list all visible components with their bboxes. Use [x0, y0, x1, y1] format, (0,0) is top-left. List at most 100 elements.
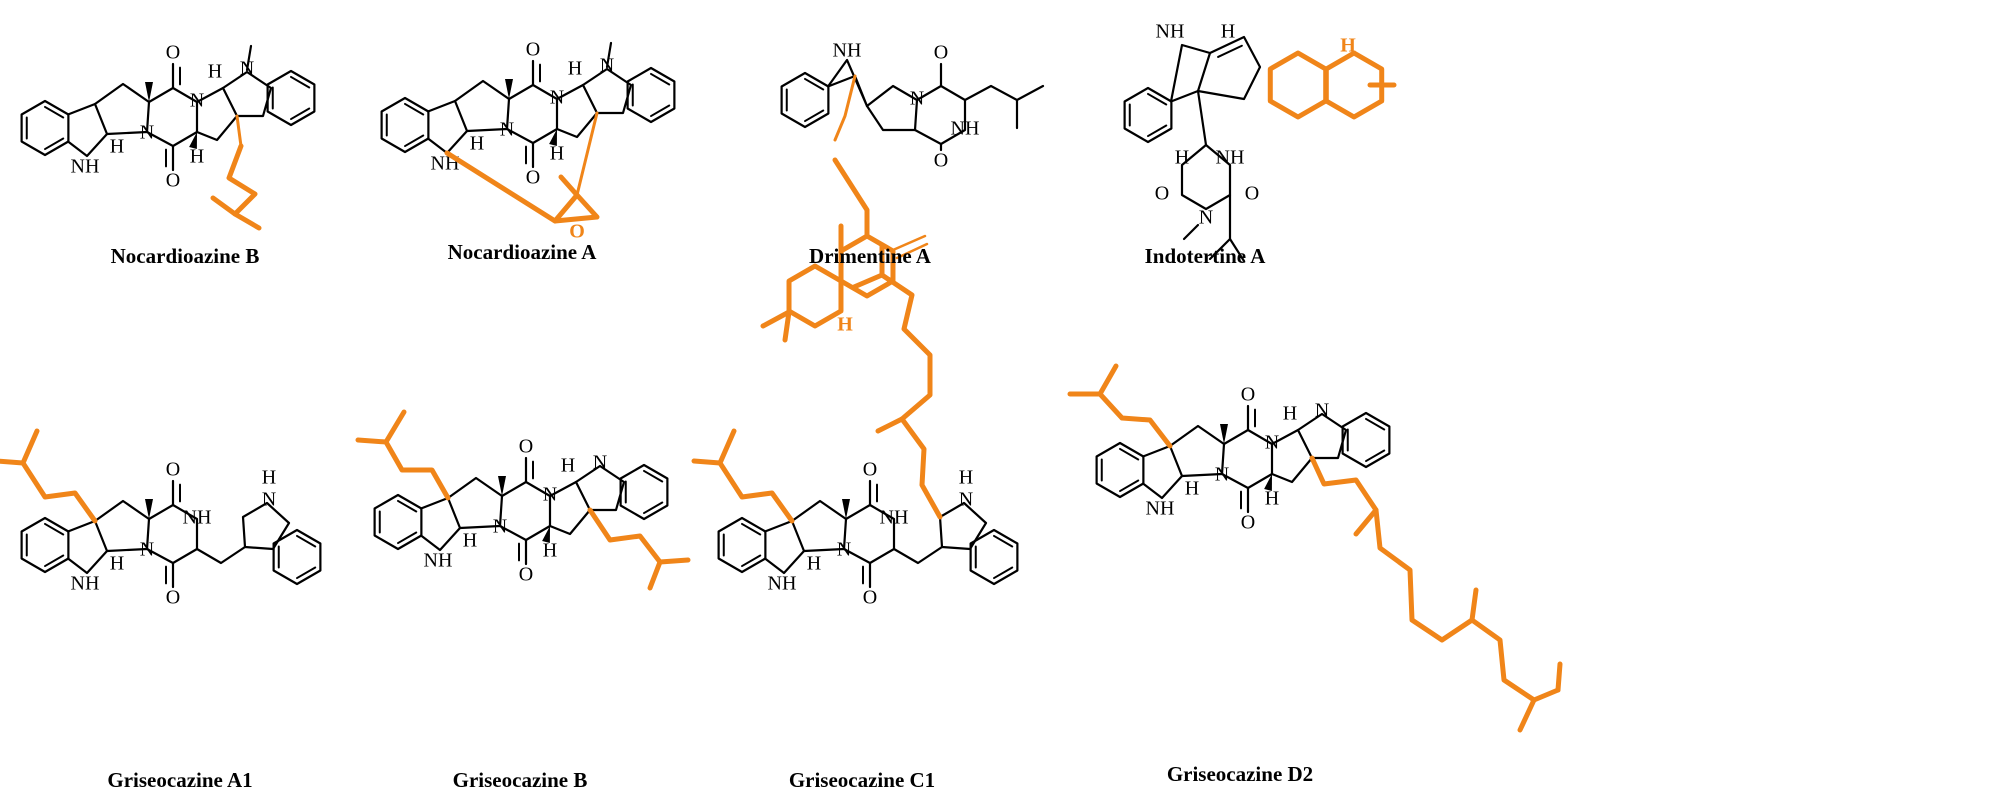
compound-label-drimentine-a: Drimentine A — [809, 244, 931, 268]
atom-label: N — [910, 88, 924, 110]
aromatic-bond — [290, 107, 311, 121]
ring — [373, 493, 423, 551]
bond — [1353, 507, 1379, 537]
atom-label: N — [190, 90, 204, 112]
wedge-bond — [1264, 474, 1272, 491]
aromatic-bond — [397, 499, 418, 513]
atom-label: NH — [183, 507, 212, 529]
bond — [1555, 661, 1563, 693]
atom-label: N — [262, 489, 276, 511]
ring — [786, 263, 844, 329]
bond — [875, 416, 905, 434]
bond — [865, 84, 919, 132]
atom-label: H — [1175, 147, 1189, 169]
atom-label: NH — [1216, 147, 1245, 169]
bond — [241, 501, 291, 551]
ring — [1323, 50, 1385, 120]
atom-label: N — [1199, 207, 1213, 229]
aromatic-bond — [993, 534, 1014, 548]
atom-label: O — [863, 587, 877, 609]
bond — [419, 496, 462, 552]
ring — [626, 66, 676, 124]
atom-label: NH — [1156, 21, 1185, 43]
atom-label: N — [1215, 464, 1229, 486]
ring — [1341, 411, 1391, 469]
atom-label: H — [807, 553, 821, 575]
ring — [1095, 441, 1145, 499]
bond — [1517, 697, 1537, 733]
ring — [619, 463, 669, 521]
bond — [833, 74, 857, 142]
aromatic-bond — [44, 554, 65, 568]
atom-label: H — [550, 143, 564, 165]
bond — [0, 458, 26, 466]
atom-label: H — [463, 530, 477, 552]
bond — [1469, 587, 1479, 623]
bond — [558, 174, 580, 198]
bond — [842, 503, 896, 565]
atom-label: H — [110, 553, 124, 575]
bond — [1309, 455, 1561, 703]
atom-label: N — [959, 489, 973, 511]
atom-label: N — [1315, 400, 1329, 422]
ring — [20, 516, 70, 574]
ring — [1267, 50, 1329, 120]
bond — [221, 70, 273, 118]
bond — [1208, 237, 1232, 261]
bond — [832, 157, 870, 239]
aromatic-bond — [1119, 479, 1140, 493]
bond — [20, 428, 98, 524]
wedge-bond — [189, 132, 197, 149]
ring — [1123, 86, 1173, 144]
atom-label: O — [526, 39, 540, 61]
atom-label: O — [166, 459, 180, 481]
aromatic-bond — [296, 566, 317, 580]
bond — [581, 67, 633, 115]
atom-label: O — [519, 564, 533, 586]
atom-label: O — [934, 42, 948, 64]
atom-label: N — [550, 87, 564, 109]
aromatic-bond — [1119, 447, 1140, 461]
atom-label: H — [561, 455, 575, 477]
aromatic-bond — [1365, 417, 1386, 431]
atom-label: H — [190, 146, 204, 168]
bond — [763, 519, 806, 575]
aromatic-bond — [741, 522, 762, 536]
bond — [574, 464, 626, 512]
bond — [1196, 35, 1262, 101]
atom-label: N — [543, 484, 557, 506]
aromatic-bond — [296, 534, 317, 548]
atom-label: N — [140, 539, 154, 561]
atom-label: H — [837, 314, 853, 336]
wedge-bond — [549, 129, 557, 146]
ring — [969, 528, 1019, 586]
atom-label: H — [110, 136, 124, 158]
bond — [505, 83, 559, 145]
atom-label: O — [1155, 183, 1169, 205]
compound-label-griseocazine-a1: Griseocazine A1 — [107, 768, 253, 792]
atom-label: O — [1241, 384, 1255, 406]
bond — [782, 309, 792, 343]
wedge-bond — [542, 526, 550, 543]
atom-label: H — [1283, 403, 1297, 425]
ring — [272, 528, 322, 586]
bond — [1220, 428, 1274, 490]
wedge-bond — [145, 82, 153, 102]
bond — [1196, 89, 1208, 147]
bond — [892, 545, 944, 565]
atom-label: NH — [880, 507, 909, 529]
bond — [691, 458, 723, 466]
bond — [1097, 363, 1173, 449]
bond — [605, 41, 613, 69]
aromatic-bond — [44, 105, 65, 119]
bond — [1141, 444, 1184, 500]
wedge-bond — [498, 476, 506, 496]
aromatic-bond — [804, 109, 825, 123]
atom-label: H — [1265, 488, 1279, 510]
atom-label: NH — [1146, 498, 1175, 520]
bond — [210, 143, 258, 217]
atom-label: N — [593, 452, 607, 474]
aromatic-bond — [643, 501, 664, 515]
compound-label-nocardioazine-a: Nocardioazine A — [447, 240, 597, 264]
